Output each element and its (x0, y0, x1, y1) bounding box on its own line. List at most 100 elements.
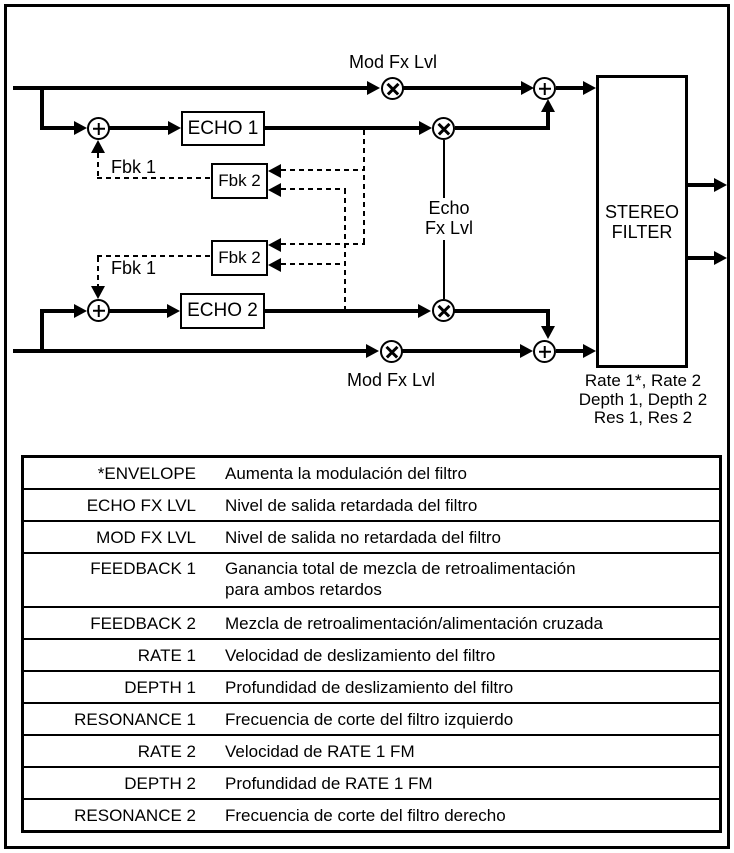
arrowhead-down-icon (91, 286, 105, 299)
table-row: *ENVELOPE Aumenta la modulación del filt… (24, 458, 719, 490)
fbk-2-block-bottom: Fbk 2 (211, 240, 268, 276)
signal-line-segment (40, 309, 75, 313)
multiply-node-mod1 (381, 77, 404, 100)
echo-2-block: ECHO 2 (180, 293, 265, 329)
signal-line-bottom (13, 349, 367, 353)
mod-fx-lvl-label-top: Mod Fx Lvl (348, 52, 438, 72)
multiply-node-echo2 (432, 299, 455, 322)
arrowhead-right-icon (419, 121, 432, 135)
description-cell: Frecuencia de corte del filtro izquierdo (225, 709, 514, 729)
table-row: DEPTH 2 Profundidad de RATE 1 FM (24, 768, 719, 800)
fbk1-label-top: Fbk 1 (111, 157, 157, 177)
feedback-dashed-line (97, 153, 99, 179)
arrowhead-left-icon (268, 164, 281, 178)
arrowhead-right-icon (366, 344, 379, 358)
signal-line-segment (556, 349, 584, 353)
arrowhead-right-icon (583, 344, 596, 358)
description-cell: Velocidad de RATE 1 FM (225, 741, 415, 761)
table-row: RESONANCE 2 Frecuencia de corte del filt… (24, 800, 719, 830)
filter-params-label: Rate 1*, Rate 2 Depth 1, Depth 2 Res 1, … (578, 371, 708, 427)
echo-2-label: ECHO 2 (187, 300, 258, 321)
arrowhead-left-icon (268, 183, 281, 197)
arrowhead-right-icon (714, 178, 727, 192)
term-cell: RESONANCE 2 (74, 805, 196, 825)
feedback-dashed-line (97, 177, 211, 179)
table-row: DEPTH 1 Profundidad de deslizamiento del… (24, 672, 719, 704)
signal-line-segment (109, 309, 168, 313)
table-row: RATE 2 Velocidad de RATE 1 FM (24, 736, 719, 768)
term-cell: FEEDBACK 1 (90, 559, 196, 578)
stereo-filter-block: STEREO FILTER (596, 75, 688, 368)
term-cell: RESONANCE 1 (74, 709, 196, 729)
sum-node-top-right (533, 77, 556, 100)
signal-line-segment (556, 86, 584, 90)
stereo-filter-label: STEREO FILTER (604, 201, 679, 242)
description-cell: Profundidad de RATE 1 FM (225, 773, 433, 793)
echo-fx-lvl-connector (443, 140, 445, 198)
feedback-tap-echo2-dashed-line (344, 189, 346, 309)
echo-fx-lvl-connector (443, 240, 445, 299)
feedback-tap-echo1-dashed-line (363, 130, 365, 246)
multiply-node-mod2 (380, 340, 403, 363)
table-row: FEEDBACK 1 Ganancia total de mezcla de r… (24, 554, 719, 608)
fbk-2-label: Fbk 2 (218, 171, 261, 190)
table-row: RATE 1 Velocidad de deslizamiento del fi… (24, 640, 719, 672)
elbow-line (546, 111, 550, 130)
signal-line-top (13, 86, 368, 90)
arrowhead-right-icon (714, 251, 727, 265)
arrowhead-right-icon (74, 121, 87, 135)
arrowhead-down-icon (541, 326, 555, 339)
fbk-2-block-top: Fbk 2 (211, 163, 268, 199)
branch-line (40, 311, 44, 353)
arrowhead-left-icon (268, 238, 281, 252)
sum-node-echo2-input (87, 299, 110, 322)
signal-line-segment (40, 126, 75, 130)
mod-fx-lvl-label-bottom: Mod Fx Lvl (346, 370, 436, 390)
signal-line-segment (109, 126, 169, 130)
term-cell: MOD FX LVL (96, 527, 196, 547)
echo-fx-lvl-label: Echo Fx Lvl (424, 198, 473, 238)
arrowhead-right-icon (367, 81, 380, 95)
term-cell: FEEDBACK 2 (90, 613, 196, 633)
feedback-dashed-line (97, 255, 211, 257)
arrowhead-right-icon (167, 304, 180, 318)
term-cell: RATE 1 (137, 645, 196, 665)
signal-line-segment (265, 126, 419, 130)
description-cell: Aumenta la modulación del filtro (225, 463, 467, 483)
arrowhead-right-icon (418, 304, 431, 318)
arrowhead-right-icon (520, 344, 533, 358)
arrowhead-right-icon (583, 81, 596, 95)
table-row: MOD FX LVL Nivel de salida no retardada … (24, 522, 719, 554)
feedback-dashed-line (281, 263, 346, 265)
feedback-dashed-line (281, 243, 365, 245)
signal-flow-diagram: Mod Fx Lvl ECHO 1 Fbk 1 Fbk 2 (3, 3, 734, 453)
sum-node-bottom-right (533, 340, 556, 363)
arrowhead-right-icon (168, 121, 181, 135)
description-cell: Velocidad de deslizamiento del filtro (225, 645, 496, 665)
filter-output-line-2 (688, 256, 715, 260)
arrowhead-up-icon (91, 140, 105, 153)
sum-node-echo1-input (87, 117, 110, 140)
elbow-line (546, 311, 550, 327)
signal-line-segment (402, 349, 521, 353)
description-cell: Nivel de salida no retardada del filtro (225, 527, 501, 547)
table-row: FEEDBACK 2 Mezcla de retroalimentación/a… (24, 608, 719, 640)
table-row: RESONANCE 1 Frecuencia de corte del filt… (24, 704, 719, 736)
description-cell: Mezcla de retroalimentación/alimentación… (225, 613, 603, 633)
table-row: ECHO FX LVL Nivel de salida retardada de… (24, 490, 719, 522)
feedback-dashed-line (281, 169, 365, 171)
description-cell: Nivel de salida retardada del filtro (225, 495, 478, 515)
feedback-dashed-line (97, 257, 99, 287)
signal-line-segment (265, 309, 418, 313)
fbk1-label-bottom: Fbk 1 (111, 258, 157, 278)
term-cell: DEPTH 1 (124, 677, 196, 697)
signal-line-segment (455, 126, 550, 130)
term-cell: ECHO FX LVL (86, 495, 196, 515)
term-cell: DEPTH 2 (124, 773, 196, 793)
arrowhead-right-icon (521, 81, 534, 95)
feedback-dashed-line (281, 188, 346, 190)
arrowhead-up-icon (541, 99, 555, 112)
description-cell: Ganancia total de mezcla de retroaliment… (225, 559, 576, 599)
fbk-2-label: Fbk 2 (218, 248, 261, 267)
